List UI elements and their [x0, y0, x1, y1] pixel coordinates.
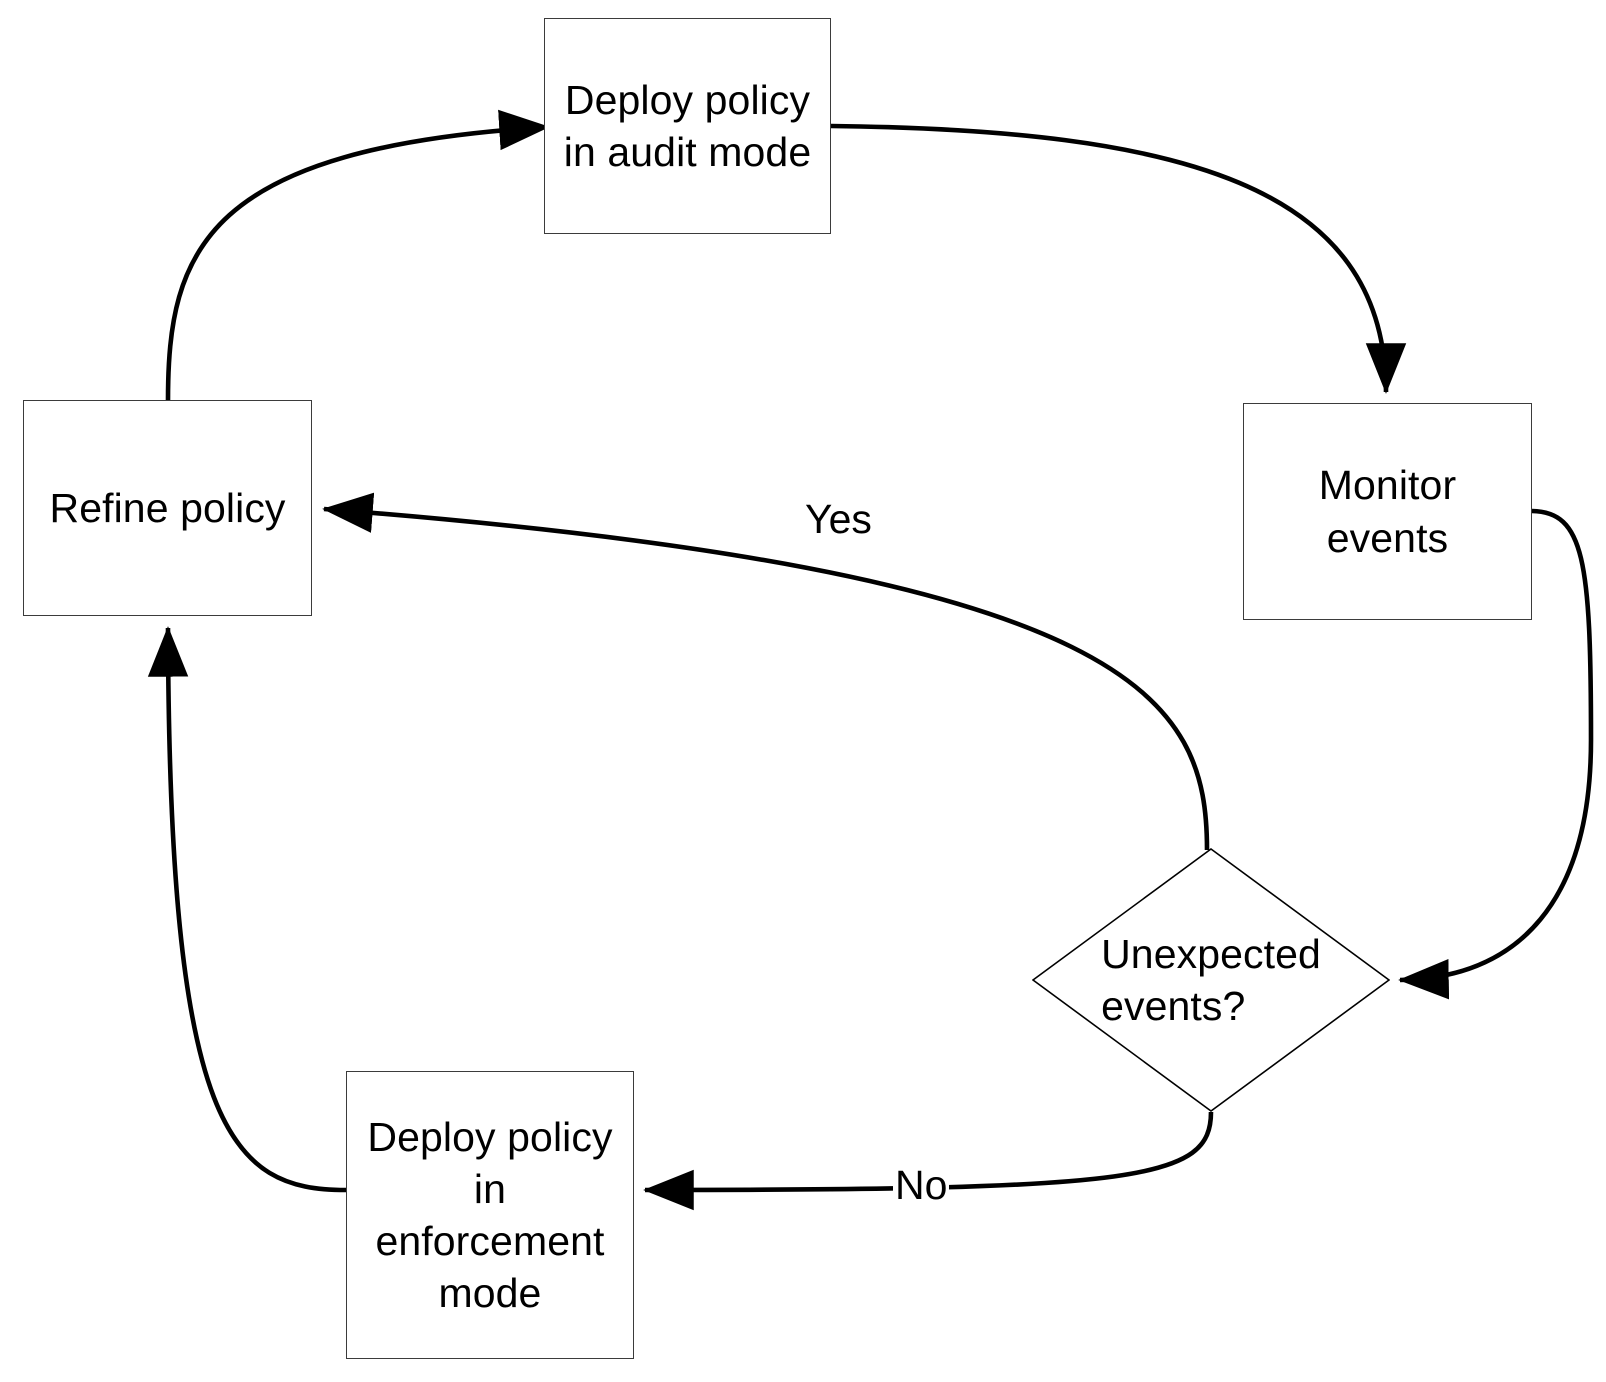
node-label: Monitor events [1318, 462, 1457, 561]
edge-enforcement-to-refine [147, 626, 347, 1193]
edge-decision-no-to-enforcement [643, 1111, 1214, 1211]
node-label: Deploy policy in enforcement mode [367, 1113, 613, 1317]
edge-label-yes: Yes [803, 496, 874, 543]
diamond-shape [1032, 848, 1390, 1112]
node-deploy-policy-audit-mode[interactable]: Deploy policy in audit mode [544, 18, 831, 234]
node-label: Unexpected events? [1101, 930, 1321, 1029]
edge-refine-to-audit [165, 109, 550, 401]
node-monitor-events[interactable]: Monitor events [1243, 403, 1532, 620]
edge-audit-to-monitor [830, 123, 1407, 394]
node-unexpected-events-decision[interactable]: Unexpected events? [1032, 848, 1390, 1112]
edge-monitor-to-decision [1398, 508, 1594, 1000]
node-label: Refine policy [49, 484, 286, 531]
edge-label-no: No [893, 1162, 950, 1209]
edge-decision-yes-to-refine [322, 492, 1210, 851]
node-deploy-policy-enforcement-mode[interactable]: Deploy policy in enforcement mode [346, 1071, 634, 1359]
node-refine-policy[interactable]: Refine policy [23, 400, 312, 616]
node-label: Deploy policy in audit mode [563, 76, 812, 175]
